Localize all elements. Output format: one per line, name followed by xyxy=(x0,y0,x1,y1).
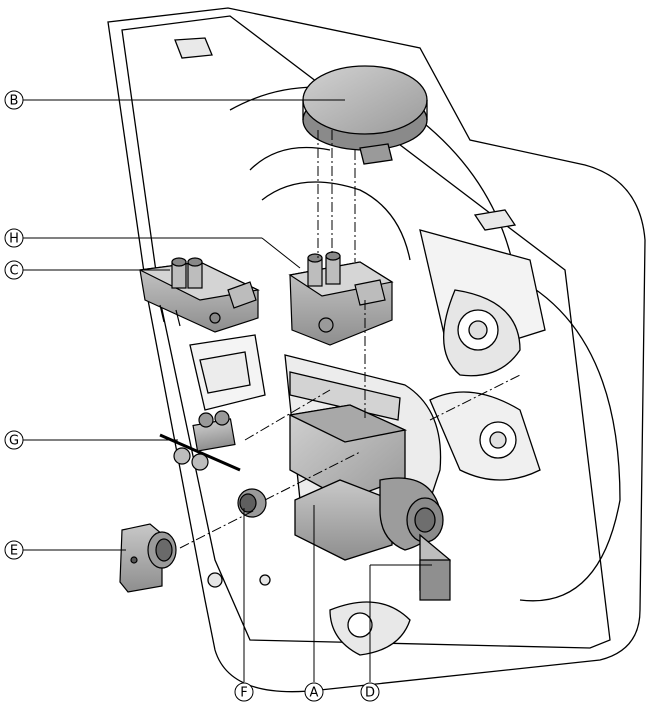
callout-a: A xyxy=(305,683,323,701)
callout-h: H xyxy=(5,229,23,247)
callout-label-c: C xyxy=(9,264,18,279)
callout-d: D xyxy=(361,683,379,701)
callout-label-e: E xyxy=(10,544,18,559)
callout-label-f: F xyxy=(240,686,247,701)
callout-f: F xyxy=(235,683,253,701)
part-e-cover xyxy=(120,524,176,592)
callout-label-a: A xyxy=(310,686,319,701)
callout-e: E xyxy=(5,541,23,559)
callout-label-g: G xyxy=(9,434,19,449)
callout-g: G xyxy=(5,431,23,449)
callout-label-b: B xyxy=(10,94,19,109)
part-d-pipe xyxy=(420,560,450,600)
callout-c: C xyxy=(5,261,23,279)
callout-label-h: H xyxy=(9,232,19,247)
part-f-grommet xyxy=(238,489,266,517)
callout-label-d: D xyxy=(365,686,375,701)
callout-b: B xyxy=(5,91,23,109)
